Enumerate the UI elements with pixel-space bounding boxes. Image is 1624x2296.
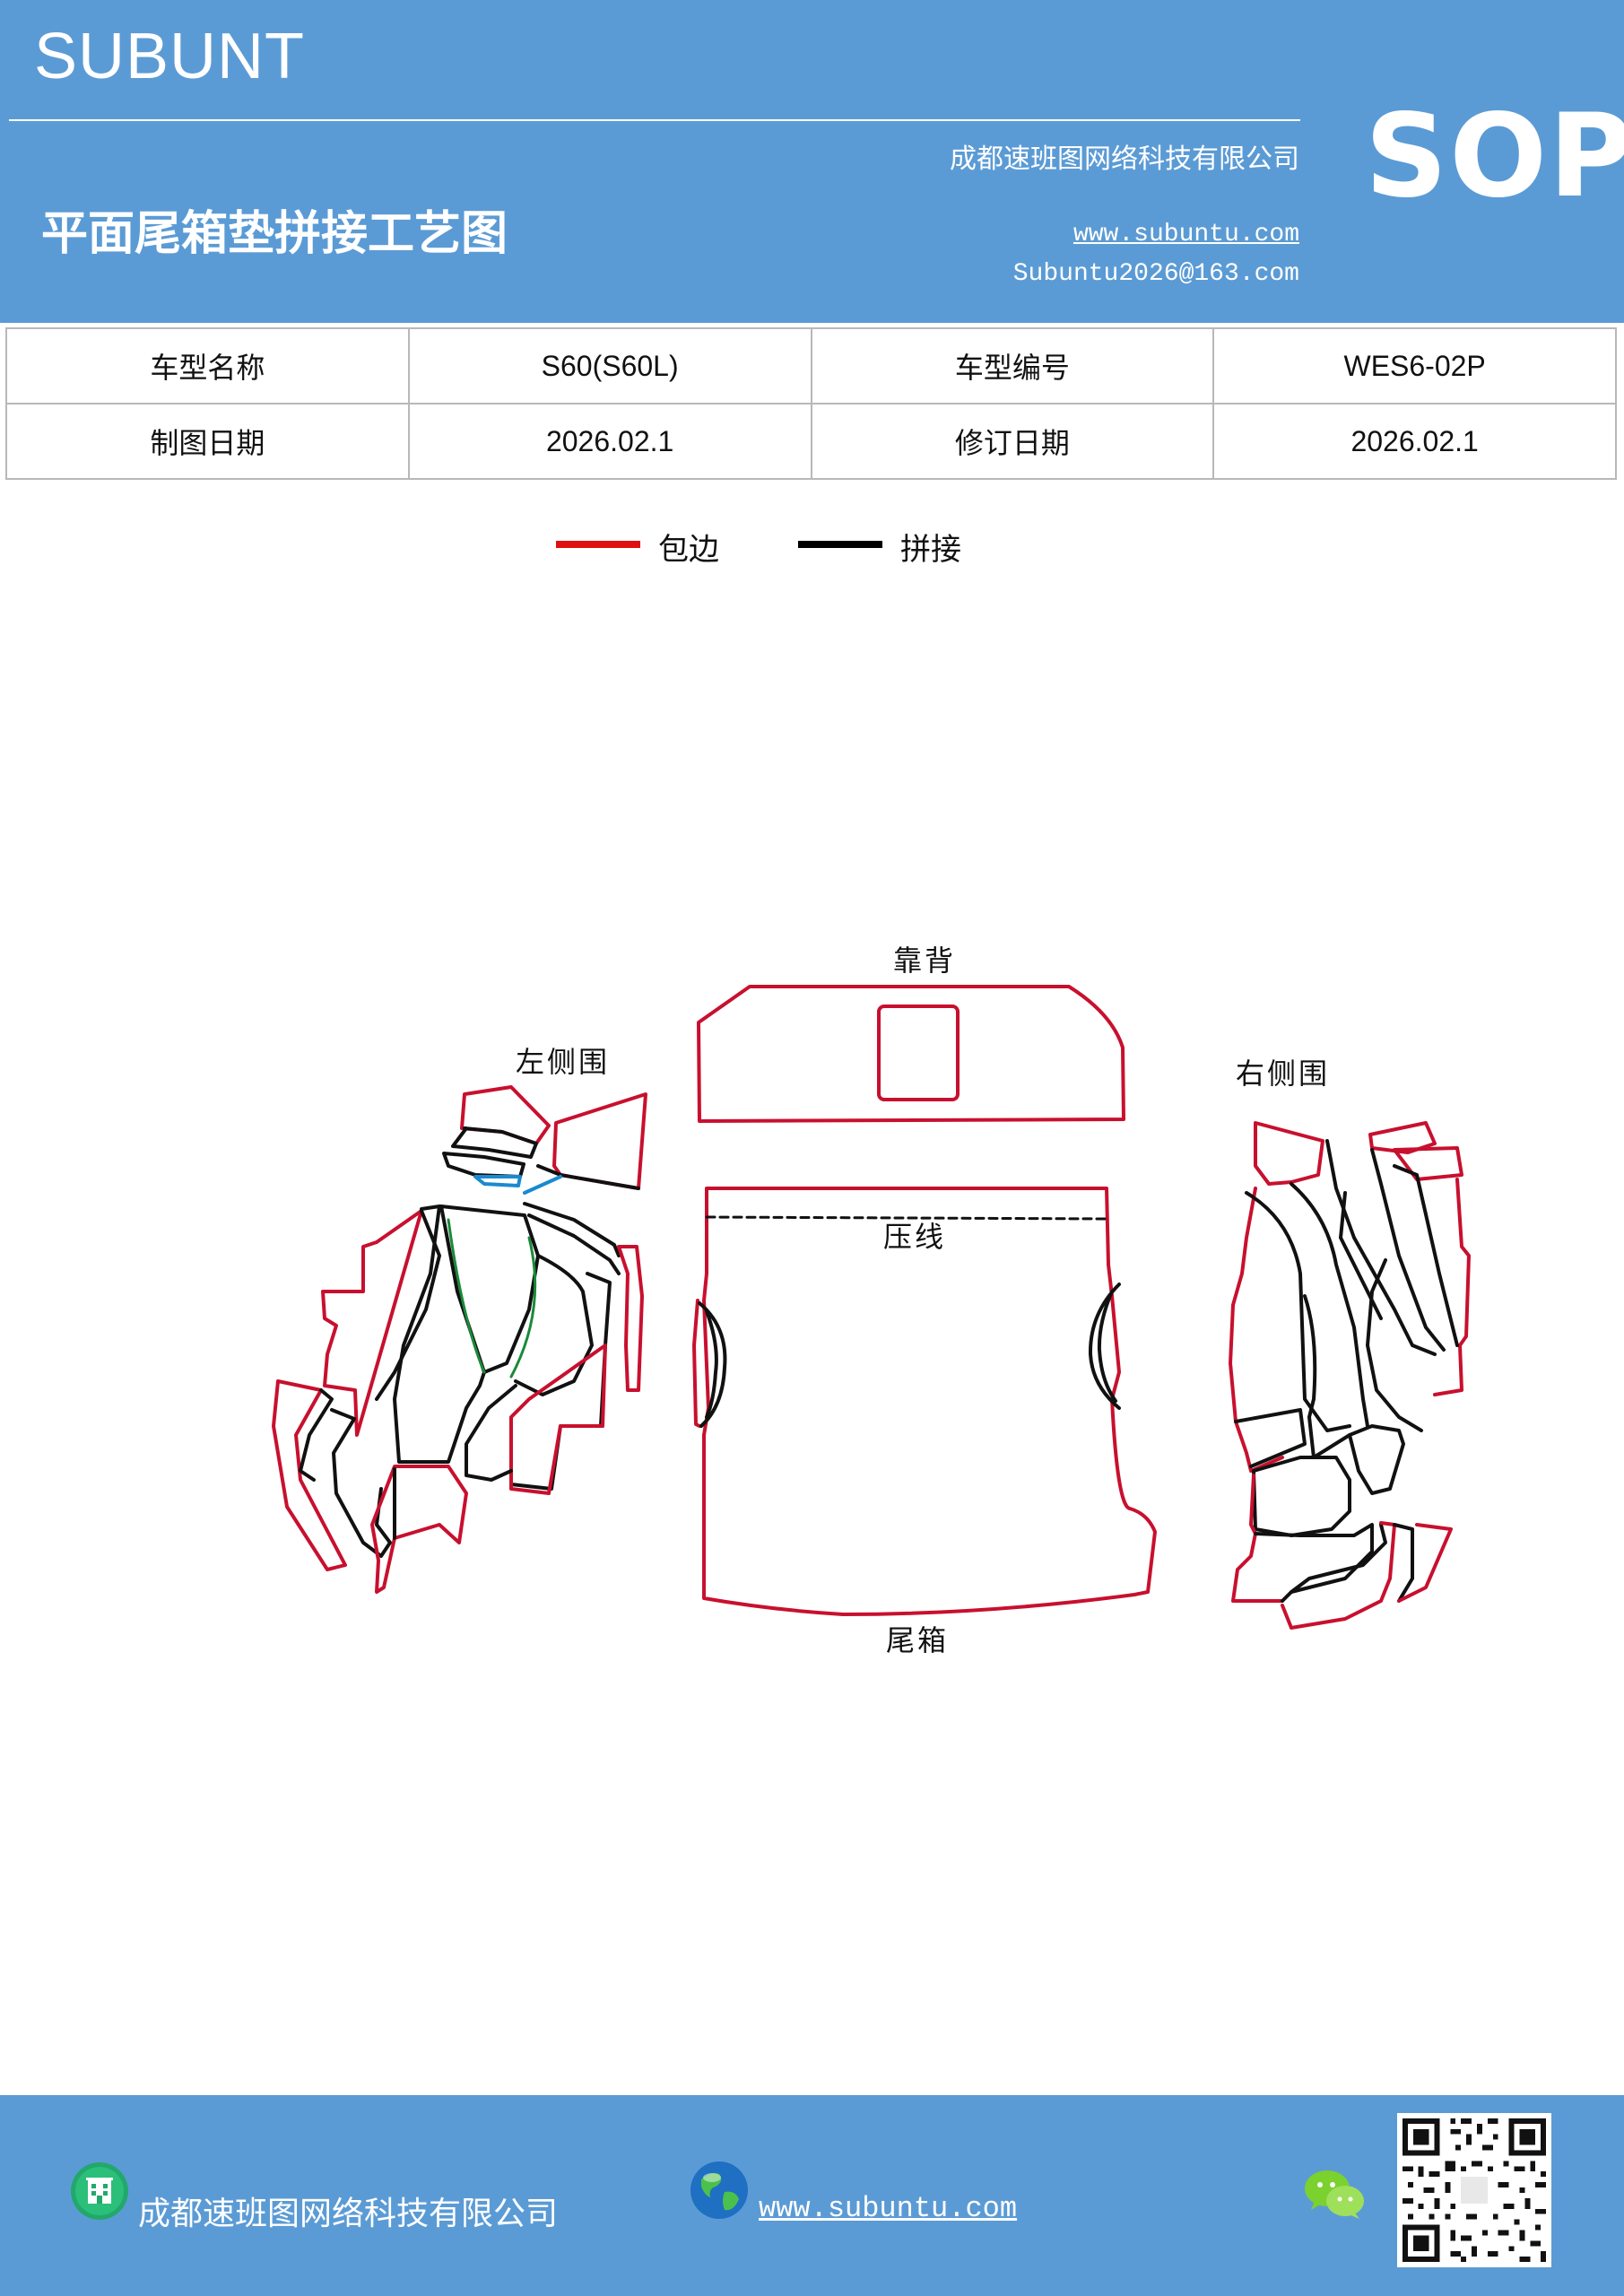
header-divider — [9, 119, 1300, 121]
model-code-label: 车型编号 — [810, 327, 1215, 404]
website-link[interactable]: www.subuntu.com — [1073, 221, 1299, 248]
legend-label: 拼接 — [900, 532, 961, 568]
globe-icon — [690, 2161, 748, 2219]
header-band: SUBUNT 成都速班图网络科技有限公司 平面尾箱垫拼接工艺图 www.subu… — [0, 0, 1624, 323]
legend-swatch-black — [798, 541, 882, 548]
wheel-arch-left — [698, 1301, 727, 1428]
footer-website-link[interactable]: www.subuntu.com — [759, 2192, 1018, 2225]
right-side-panel — [1229, 1121, 1471, 1630]
left-side-panel — [272, 1085, 647, 1594]
wechat-icon[interactable] — [1302, 2167, 1367, 2222]
wheel-arch-left-red — [692, 1299, 701, 1428]
wheel-arch-right-inner — [1097, 1290, 1117, 1403]
email-address: Subuntu2026@163.com — [1012, 260, 1299, 288]
right-panel-label: 右侧围 — [1236, 1057, 1330, 1091]
model-name-value: S60(S60L) — [407, 327, 812, 404]
document-title: 平面尾箱垫拼接工艺图 — [41, 206, 508, 261]
left-panel-label: 左侧围 — [516, 1045, 610, 1079]
footer-band: 成都速班图网络科技有限公司 www.subuntu.com — [0, 2095, 1624, 2296]
trunk-floor-outline — [702, 1187, 1157, 1616]
legend-swatch-red — [556, 541, 640, 548]
company-name: 成都速班图网络科技有限公司 — [950, 144, 1299, 175]
revision-date-label: 修订日期 — [810, 403, 1215, 480]
footer-company-name: 成都速班图网络科技有限公司 — [138, 2196, 559, 2232]
backrest-label: 靠背 — [893, 944, 956, 978]
table-row: 制图日期 2026.02.1 修订日期 2026.02.1 — [5, 403, 1617, 480]
backrest-cutout — [877, 1004, 960, 1101]
table-row: 车型名称 S60(S60L) 车型编号 WES6-02P — [5, 327, 1617, 404]
sop-badge: SOP — [1365, 90, 1624, 223]
revision-date-value: 2026.02.1 — [1212, 403, 1617, 480]
vehicle-info-table: 车型名称 S60(S60L) 车型编号 WES6-02P 制图日期 2026.0… — [5, 327, 1617, 480]
model-name-label: 车型名称 — [5, 327, 410, 404]
wheel-arch-left-inner — [705, 1309, 718, 1419]
backrest-outline — [697, 985, 1125, 1123]
crease-label: 压线 — [883, 1220, 946, 1254]
brand-name: SUBUNT — [34, 21, 306, 92]
drawing-date-value: 2026.02.1 — [407, 403, 812, 480]
drawing-date-label: 制图日期 — [5, 403, 410, 480]
model-code-value: WES6-02P — [1212, 327, 1617, 404]
building-icon — [71, 2162, 128, 2220]
legend-label: 包边 — [658, 532, 719, 568]
crease-line — [705, 1215, 1108, 1221]
wheel-arch-right — [1088, 1283, 1121, 1410]
qr-code — [1397, 2113, 1551, 2267]
trunk-label: 尾箱 — [886, 1623, 949, 1657]
